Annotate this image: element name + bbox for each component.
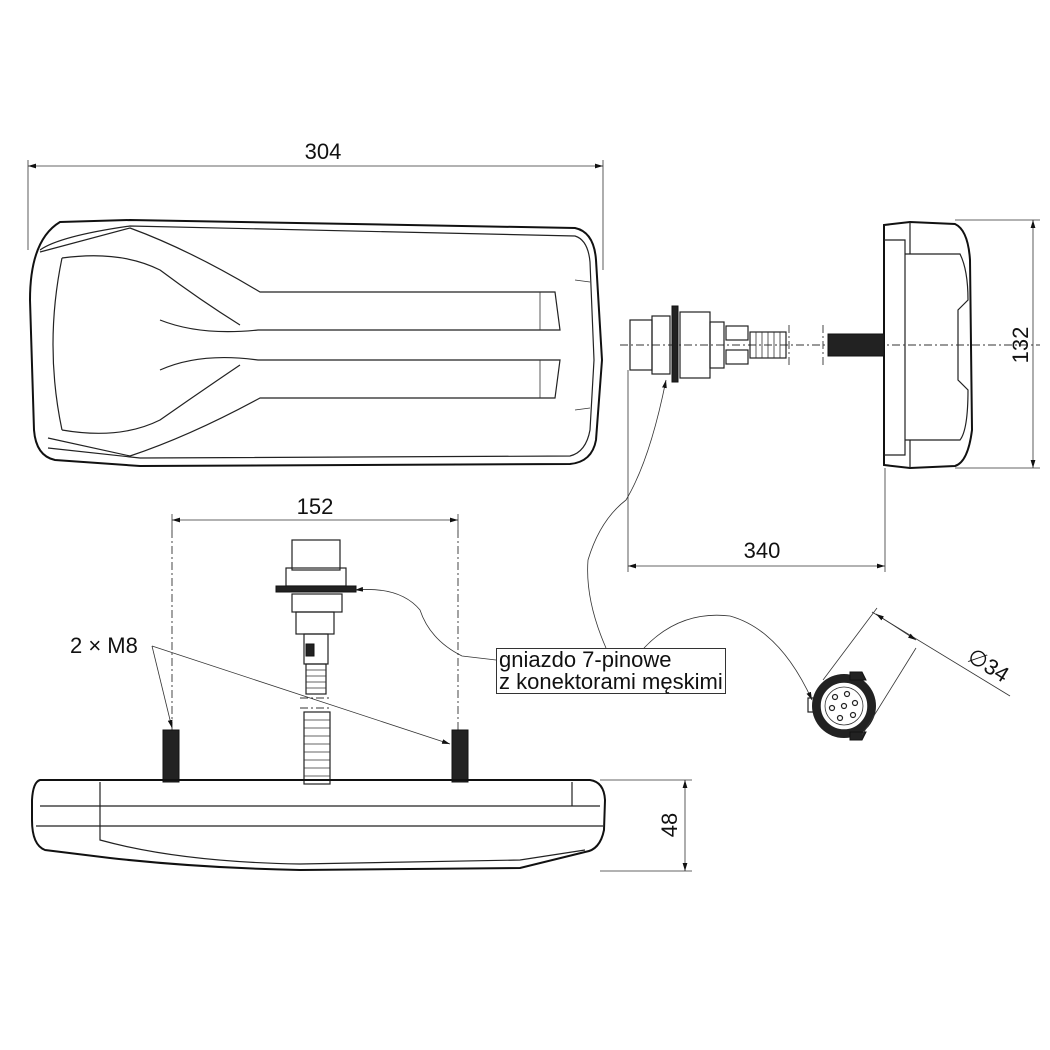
studs-callout: 2 × M8	[70, 633, 451, 745]
socket-face-view	[807, 671, 876, 741]
cable-connector-side	[629, 305, 885, 383]
studs-label: 2 × M8	[70, 633, 138, 658]
lamp-bottom-view	[31, 779, 607, 872]
connector-top-view	[275, 539, 357, 785]
socket-label-box: gniazdo 7-pinowe z konektorami męskimi	[496, 648, 726, 694]
corrugated-tube	[749, 325, 885, 365]
dimension-length-value: 304	[305, 139, 342, 164]
dimension-depth-with-cable: 340	[627, 370, 886, 572]
dimension-body-depth-value: 48	[657, 813, 682, 837]
mounting-studs	[162, 729, 469, 783]
socket-pins	[828, 690, 859, 722]
lamp-front-view	[28, 218, 604, 468]
socket-label-line2: z konektorami męskimi	[499, 669, 723, 694]
dimension-stud-spacing: 152	[171, 494, 459, 730]
dimension-length: 304	[27, 139, 604, 270]
dimension-height: 132	[955, 219, 1040, 469]
dimension-stud-spacing-value: 152	[297, 494, 334, 519]
dimension-height-value: 132	[1008, 327, 1033, 364]
dimension-socket-diameter-value: ∅34	[963, 643, 1013, 687]
socket-leaders	[354, 379, 813, 701]
dimension-body-depth: 48	[600, 779, 692, 872]
socket-label-line1: gniazdo 7-pinowe	[499, 647, 672, 672]
dimension-depth-value: 340	[744, 538, 781, 563]
